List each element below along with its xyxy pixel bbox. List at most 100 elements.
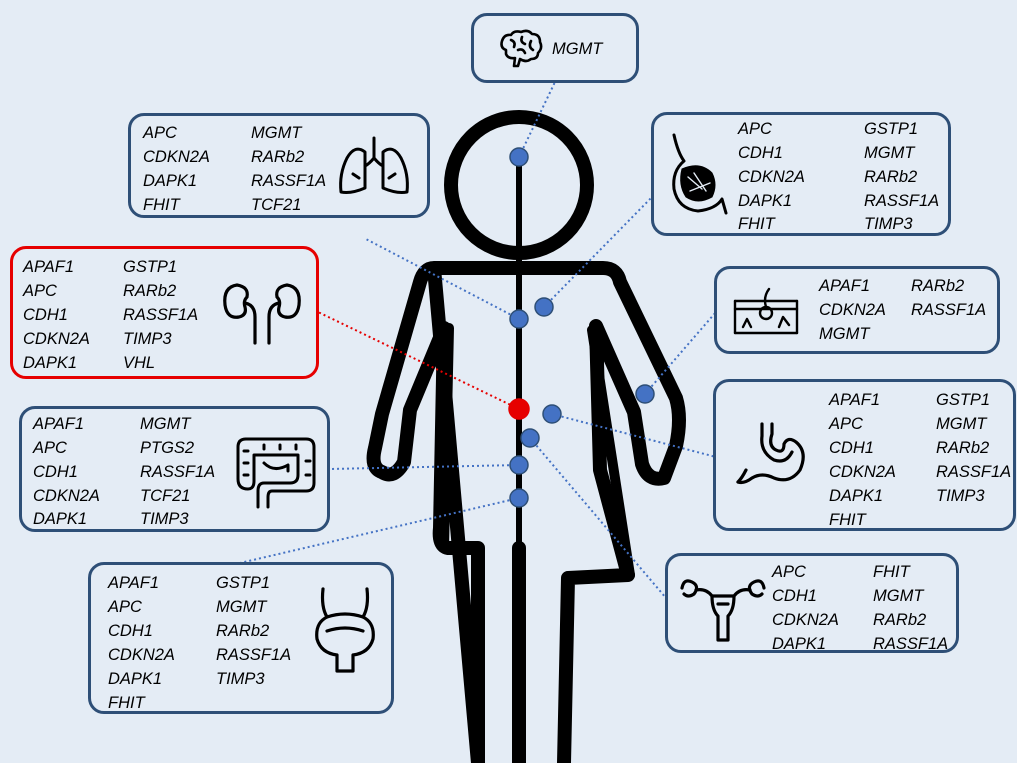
gene-label: RASSF1A bbox=[216, 647, 291, 664]
gene-label: APAF1 bbox=[829, 392, 880, 409]
gene-label: TCF21 bbox=[140, 488, 190, 505]
gene-label: CDH1 bbox=[829, 440, 874, 457]
gene-label: MGMT bbox=[873, 588, 923, 605]
gene-label: MGMT bbox=[936, 416, 986, 433]
panel-colon: APAF1 APC CDH1 CDKN2A DAPK1 MGMT PTGS2 R… bbox=[19, 406, 330, 532]
gene-label: TIMP3 bbox=[216, 671, 265, 688]
gene-label: APAF1 bbox=[23, 259, 74, 276]
gene-label: RARb2 bbox=[911, 278, 964, 295]
gene-label: RARb2 bbox=[864, 169, 917, 186]
gene-label: RASSF1A bbox=[140, 464, 215, 481]
dot-brain bbox=[510, 148, 528, 166]
panel-bladder: APAF1 APC CDH1 CDKN2A DAPK1 FHIT GSTP1 M… bbox=[88, 562, 394, 714]
gene-label: VHL bbox=[123, 355, 155, 372]
gene-label: RASSF1A bbox=[873, 636, 948, 653]
gene-label: FHIT bbox=[873, 564, 910, 581]
uterus-icon bbox=[678, 574, 768, 644]
dot-colon bbox=[510, 456, 528, 474]
stomach-icon bbox=[734, 422, 810, 488]
dot-stomach bbox=[543, 405, 561, 423]
gene-label: RASSF1A bbox=[911, 302, 986, 319]
gene-label: APAF1 bbox=[33, 416, 84, 433]
dot-kidney bbox=[509, 399, 529, 419]
gene-label: TIMP3 bbox=[123, 331, 172, 348]
gene-label: RARb2 bbox=[936, 440, 989, 457]
panel-stomach: APAF1 APC CDH1 CDKN2A DAPK1 FHIT GSTP1 M… bbox=[713, 379, 1016, 531]
gene-label: CDKN2A bbox=[143, 149, 210, 166]
gene-label: FHIT bbox=[829, 512, 866, 529]
gene-label: RARb2 bbox=[216, 623, 269, 640]
gene-label: APAF1 bbox=[108, 575, 159, 592]
gene-label: MGMT bbox=[216, 599, 266, 616]
gene-label: CDH1 bbox=[108, 623, 153, 640]
gene-label: CDH1 bbox=[738, 145, 783, 162]
gene-label: APC bbox=[23, 283, 57, 300]
breast-icon bbox=[668, 133, 730, 217]
gene-label: CDH1 bbox=[33, 464, 78, 481]
gene-label: GSTP1 bbox=[123, 259, 177, 276]
panel-brain: MGMT bbox=[471, 13, 639, 83]
dot-bladder bbox=[510, 489, 528, 507]
gene-label: APAF1 bbox=[819, 278, 870, 295]
kidneys-icon bbox=[221, 281, 303, 345]
gene-label: DAPK1 bbox=[108, 671, 162, 688]
gene-label: DAPK1 bbox=[143, 173, 197, 190]
gene-label: TCF21 bbox=[251, 197, 301, 214]
dot-lung bbox=[510, 310, 528, 328]
gene-label: MGMT bbox=[140, 416, 190, 433]
dot-breast bbox=[535, 298, 553, 316]
brain-icon bbox=[498, 28, 544, 70]
gene-label: APC bbox=[772, 564, 806, 581]
dot-uterus bbox=[521, 429, 539, 447]
gene-label: RASSF1A bbox=[936, 464, 1011, 481]
gene-label: APC bbox=[738, 121, 772, 138]
gene-label: FHIT bbox=[738, 216, 775, 233]
gene-label: APC bbox=[108, 599, 142, 616]
gene-label: RARb2 bbox=[251, 149, 304, 166]
gene-label: RARb2 bbox=[123, 283, 176, 300]
gene-label: MGMT bbox=[552, 41, 602, 58]
panel-lung: APC CDKN2A DAPK1 FHIT MGMT RARb2 RASSF1A… bbox=[128, 113, 430, 218]
skin-icon bbox=[733, 287, 799, 339]
gene-label: CDKN2A bbox=[772, 612, 839, 629]
gene-label: DAPK1 bbox=[738, 193, 792, 210]
panel-breast: APC CDH1 CDKN2A DAPK1 FHIT GSTP1 MGMT RA… bbox=[651, 112, 951, 236]
gene-label: DAPK1 bbox=[33, 511, 87, 528]
gene-label: PTGS2 bbox=[140, 440, 194, 457]
gene-label: CDKN2A bbox=[829, 464, 896, 481]
bladder-icon bbox=[313, 587, 377, 677]
gene-label: APC bbox=[829, 416, 863, 433]
gene-label: GSTP1 bbox=[936, 392, 990, 409]
gene-label: RASSF1A bbox=[864, 193, 939, 210]
panel-kidney: APAF1 APC CDH1 CDKN2A DAPK1 GSTP1 RARb2 … bbox=[10, 246, 319, 379]
gene-label: CDKN2A bbox=[23, 331, 90, 348]
gene-label: APC bbox=[143, 125, 177, 142]
gene-label: CDKN2A bbox=[33, 488, 100, 505]
gene-label: CDKN2A bbox=[819, 302, 886, 319]
gene-label: TIMP3 bbox=[140, 511, 189, 528]
gene-label: DAPK1 bbox=[23, 355, 77, 372]
gene-label: CDH1 bbox=[23, 307, 68, 324]
gene-label: FHIT bbox=[108, 695, 145, 712]
gene-label: DAPK1 bbox=[829, 488, 883, 505]
colon-icon bbox=[234, 431, 318, 511]
gene-label: FHIT bbox=[143, 197, 180, 214]
gene-label: MGMT bbox=[864, 145, 914, 162]
gene-label: CDH1 bbox=[772, 588, 817, 605]
gene-label: CDKN2A bbox=[738, 169, 805, 186]
lungs-icon bbox=[335, 134, 413, 200]
dot-skin bbox=[636, 385, 654, 403]
gene-label: MGMT bbox=[251, 125, 301, 142]
gene-label: CDKN2A bbox=[108, 647, 175, 664]
panel-skin: APAF1 CDKN2A MGMT RARb2 RASSF1A bbox=[714, 266, 1000, 354]
panel-uterus: APC CDH1 CDKN2A DAPK1 FHIT MGMT RARb2 RA… bbox=[665, 553, 959, 653]
gene-label: MGMT bbox=[819, 326, 869, 343]
gene-label: GSTP1 bbox=[864, 121, 918, 138]
gene-label: TIMP3 bbox=[936, 488, 985, 505]
gene-label: DAPK1 bbox=[772, 636, 826, 653]
gene-label: APC bbox=[33, 440, 67, 457]
gene-label: RASSF1A bbox=[123, 307, 198, 324]
gene-label: RARb2 bbox=[873, 612, 926, 629]
gene-label: GSTP1 bbox=[216, 575, 270, 592]
